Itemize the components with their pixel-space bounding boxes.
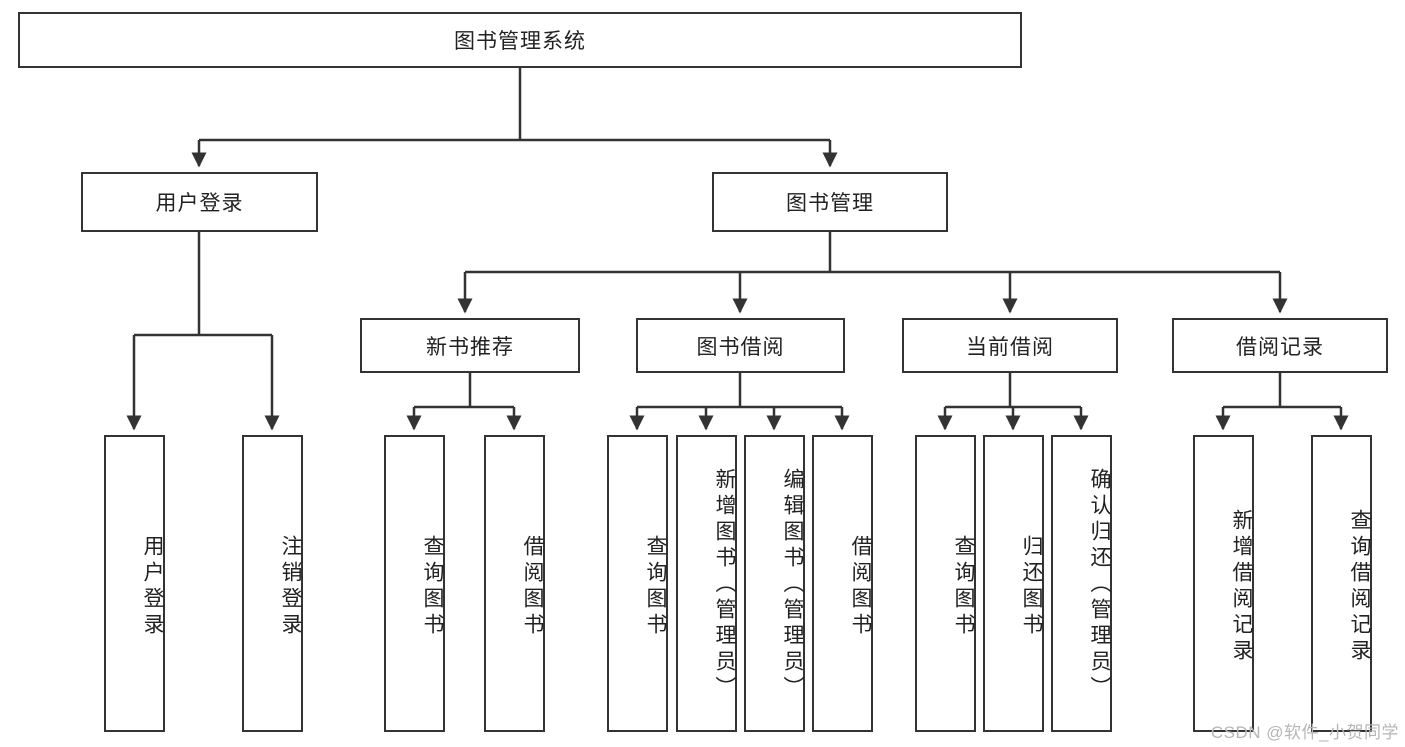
leaf-new-book-query-book[interactable]: 查询图书 (384, 435, 445, 732)
leaf-current-borrow-return-book[interactable]: 归还图书 (983, 435, 1044, 732)
node-label: 查询图书 (644, 534, 667, 639)
node-label: 用户登录 (155, 192, 244, 215)
node-label: 用户登录 (141, 534, 164, 639)
node-label: 借阅图书 (521, 534, 544, 639)
node-book-borrow[interactable]: 图书借阅 (636, 318, 845, 373)
node-label: 注销登录 (279, 534, 302, 639)
node-borrow-record[interactable]: 借阅记录 (1172, 318, 1388, 373)
node-label: 确认归还（管理员） (1088, 467, 1111, 702)
node-label: 图书管理 (786, 192, 874, 215)
node-new-book-recommend[interactable]: 新书推荐 (360, 318, 580, 373)
leaf-current-borrow-confirm-return-admin[interactable]: 确认归还（管理员） (1051, 435, 1112, 732)
node-label: 查询图书 (952, 534, 975, 639)
csdn-watermark: CSDN @软件_小贺同学 (1210, 723, 1399, 742)
node-label: 归还图书 (1020, 534, 1043, 639)
leaf-new-book-borrow-book[interactable]: 借阅图书 (484, 435, 545, 732)
node-current-borrow[interactable]: 当前借阅 (902, 318, 1118, 373)
node-label: 新书推荐 (426, 335, 514, 359)
node-label: 查询图书 (421, 534, 444, 639)
leaf-book-borrow-query-book[interactable]: 查询图书 (607, 435, 668, 732)
node-label: 图书管理系统 (454, 30, 586, 53)
node-label: 编辑图书（管理员） (781, 467, 804, 702)
node-label: 图书借阅 (696, 335, 785, 359)
node-book-management[interactable]: 图书管理 (712, 172, 948, 232)
node-label: 当前借阅 (966, 335, 1054, 359)
leaf-user-login-logout[interactable]: 注销登录 (242, 435, 303, 732)
node-user-login[interactable]: 用户登录 (81, 172, 318, 232)
leaf-book-borrow-edit-book-admin[interactable]: 编辑图书（管理员） (744, 435, 805, 732)
leaf-borrow-record-query-record[interactable]: 查询借阅记录 (1311, 435, 1372, 732)
node-label: 借阅记录 (1236, 335, 1324, 359)
leaf-book-borrow-add-book-admin[interactable]: 新增图书（管理员） (676, 435, 737, 732)
leaf-borrow-record-add-record[interactable]: 新增借阅记录 (1193, 435, 1254, 732)
node-label: 新增图书（管理员） (713, 467, 736, 702)
node-label: 查询借阅记录 (1348, 508, 1371, 665)
node-label: 新增借阅记录 (1230, 508, 1253, 665)
leaf-user-login-login[interactable]: 用户登录 (104, 435, 165, 732)
leaf-current-borrow-query-book[interactable]: 查询图书 (915, 435, 976, 732)
leaf-book-borrow-borrow-book[interactable]: 借阅图书 (812, 435, 873, 732)
node-label: 借阅图书 (849, 534, 872, 639)
node-root-book-management-system[interactable]: 图书管理系统 (18, 12, 1022, 68)
